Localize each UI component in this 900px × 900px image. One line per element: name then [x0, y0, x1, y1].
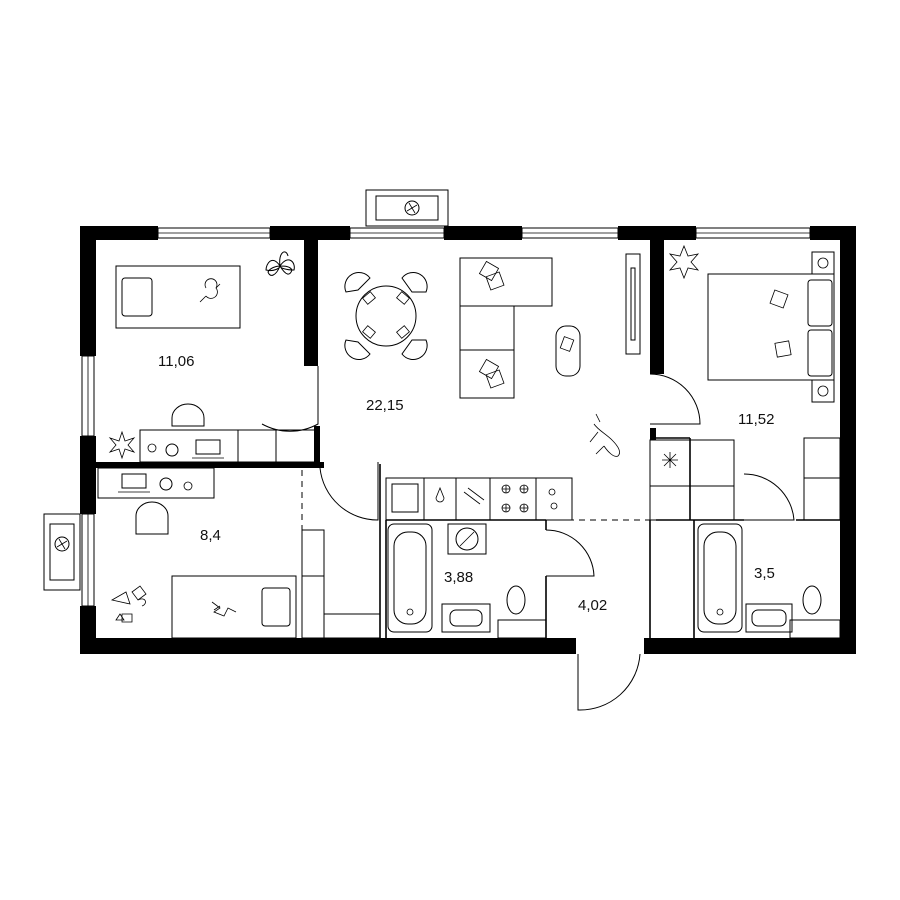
area-label-living-kitchen: 22,15	[366, 397, 404, 414]
area-label-bedroom-left: 11,06	[158, 353, 194, 370]
desk-kids	[97, 467, 215, 535]
area-label-bathroom-right: 3,5	[754, 565, 775, 582]
dresser-right	[803, 437, 841, 521]
area-label-hallway: 4,02	[578, 597, 607, 614]
bed-right	[707, 251, 835, 403]
area-label-bathroom-center: 3,88	[444, 569, 473, 586]
plant-icon-right	[668, 244, 700, 280]
coffee-table	[555, 325, 581, 377]
wardrobe-kids	[301, 529, 381, 639]
doors	[261, 366, 795, 711]
ac-unit-top	[365, 189, 449, 227]
decor-star-icon	[108, 430, 136, 460]
area-label-kids-room: 8,4	[200, 527, 221, 544]
bathroom-center-fixtures	[387, 523, 547, 639]
hallway-wardrobe	[649, 439, 735, 521]
toys-icon	[110, 585, 147, 623]
pet-icon	[589, 413, 620, 457]
plant-icon	[265, 251, 295, 276]
windows	[81, 227, 811, 607]
area-label-bedroom-right: 11,52	[738, 411, 774, 428]
dining-set	[344, 272, 428, 360]
desk-left	[139, 403, 319, 463]
bathroom-right-fixtures	[697, 523, 841, 639]
bed-left	[115, 265, 241, 329]
kitchen-counter	[385, 477, 573, 521]
ac-unit-left	[43, 513, 81, 591]
area-labels: 11,06 22,15 11,52 8,4 3,88 4,02 3,5	[158, 353, 775, 614]
tv-stand	[625, 253, 641, 355]
corner-sofa	[459, 257, 553, 399]
bed-kids	[171, 575, 297, 639]
